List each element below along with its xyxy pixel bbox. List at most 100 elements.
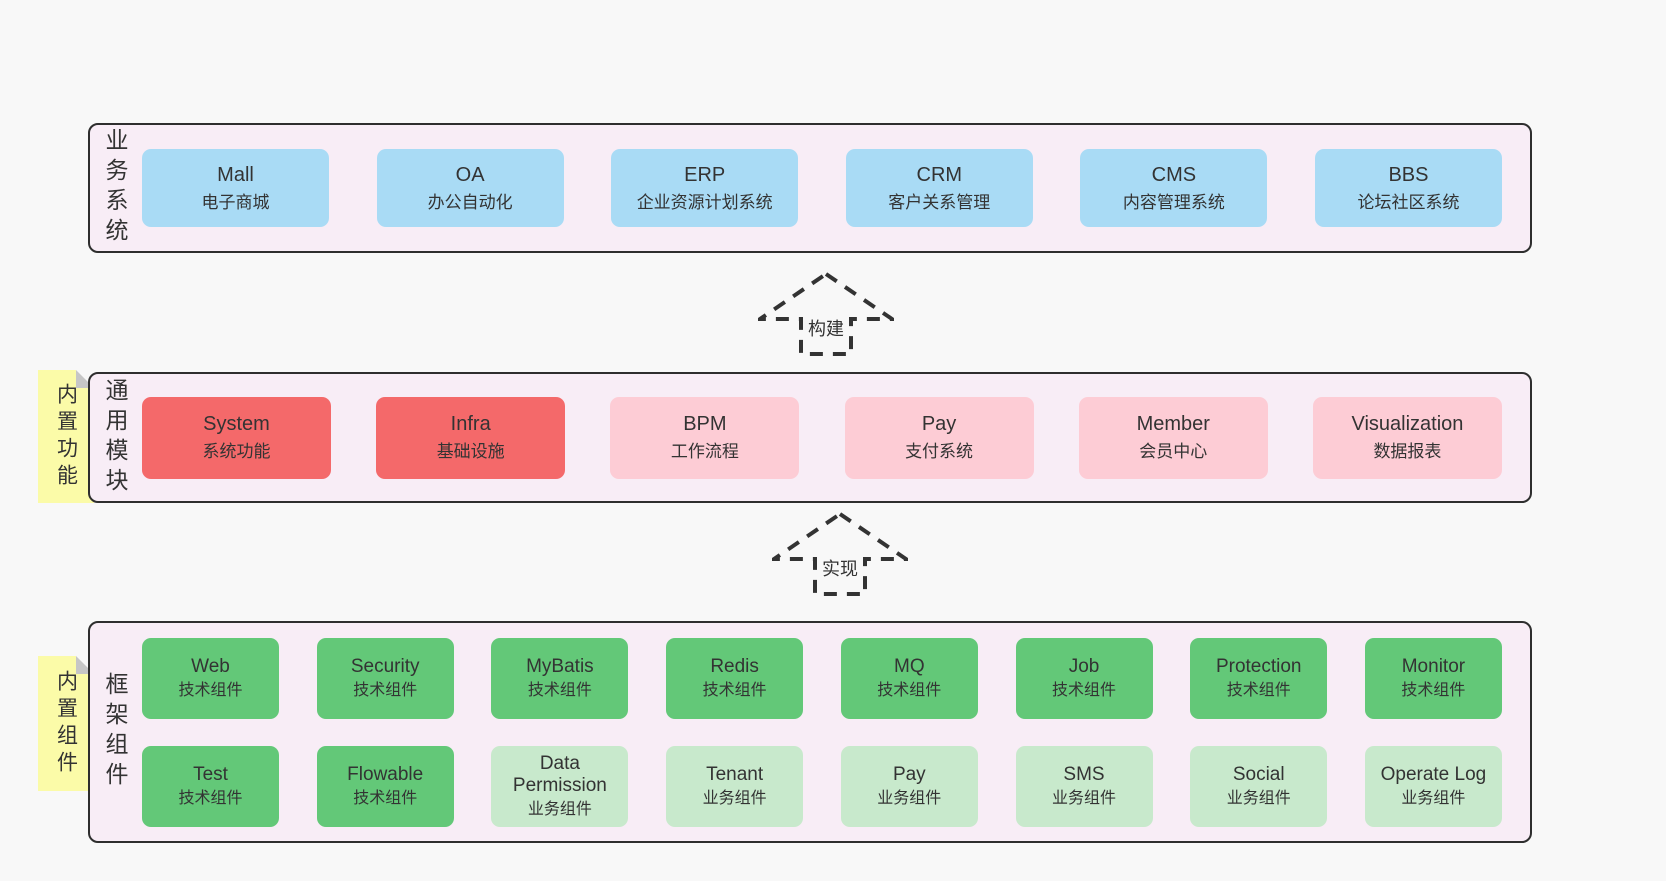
box-operate-log-desc: 业务组件 (1401, 789, 1466, 807)
box-security: Security 技术组件 (316, 637, 454, 719)
implement-arrow-label: 实现 (819, 554, 861, 582)
box-sms-name: SMS (1063, 763, 1105, 785)
box-tenant: Tenant 业务组件 (666, 745, 804, 827)
box-job: Job 技术组件 (1015, 637, 1153, 719)
box-monitor-name: Monitor (1401, 655, 1466, 677)
box-crm-desc: 客户关系管理 (888, 192, 991, 212)
box-member-name: Member (1136, 413, 1210, 436)
box-redis-name: Redis (710, 655, 759, 677)
business-box-row: Mall 电子商城 OA 办公自动化 ERP 企业资源计划系统 CRM 客户关系… (126, 149, 1530, 227)
box-erp-name: ERP (684, 163, 726, 186)
box-redis: Redis 技术组件 (666, 637, 804, 719)
box-mybatis-desc: 技术组件 (527, 681, 592, 699)
box-operate-log-name: Operate Log (1380, 763, 1487, 785)
box-mq-desc: 技术组件 (877, 681, 942, 699)
box-tenant-desc: 业务组件 (702, 789, 767, 807)
box-test-name: Test (193, 763, 228, 785)
box-web-name: Web (191, 655, 230, 677)
box-pay-component-desc: 业务组件 (877, 789, 942, 807)
box-cms-name: CMS (1151, 163, 1197, 186)
box-oa: OA 办公自动化 (376, 149, 564, 227)
box-bbs-desc: 论坛社区系统 (1357, 192, 1460, 212)
box-social: Social 业务组件 (1190, 745, 1328, 827)
sticky-note-builtin-components-label: 内置组件 (54, 669, 78, 778)
box-bpm: BPM 工作流程 (610, 396, 800, 479)
box-flowable: Flowable 技术组件 (316, 745, 454, 827)
box-oa-desc: 办公自动化 (427, 192, 513, 212)
box-social-desc: 业务组件 (1226, 789, 1291, 807)
box-redis-desc: 技术组件 (702, 681, 767, 699)
box-protection-desc: 技术组件 (1226, 681, 1291, 699)
box-cms: CMS 内容管理系统 (1080, 149, 1268, 227)
panel-modules-title: 通用模块 (102, 377, 128, 498)
box-bbs-name: BBS (1388, 163, 1429, 186)
panel-business-systems: 业务系统 Mall 电子商城 OA 办公自动化 ERP 企业资源计划系统 CRM… (88, 123, 1532, 253)
box-visualization-name: Visualization (1351, 413, 1464, 436)
modules-box-row: System 系统功能 Infra 基础设施 BPM 工作流程 Pay 支付系统… (126, 396, 1530, 479)
box-pay-component-name: Pay (892, 763, 926, 785)
box-cms-desc: 内容管理系统 (1122, 192, 1225, 212)
box-infra: Infra 基础设施 (376, 396, 566, 479)
box-monitor: Monitor 技术组件 (1364, 637, 1502, 719)
panel-framework-components: 框架组件 Web 技术组件 Security 技术组件 MyBatis 技术组件… (88, 621, 1532, 843)
box-mybatis-name: MyBatis (526, 655, 594, 677)
sticky-note-builtin-components: 内置组件 (38, 656, 94, 791)
box-infra-desc: 基础设施 (436, 442, 505, 462)
box-pay-module-name: Pay (921, 413, 957, 436)
box-mall-name: Mall (217, 163, 254, 186)
box-protection-name: Protection (1215, 655, 1302, 677)
box-security-desc: 技术组件 (353, 681, 418, 699)
box-web-desc: 技术组件 (178, 681, 243, 699)
box-test: Test 技术组件 (142, 745, 279, 827)
box-bbs: BBS 论坛社区系统 (1314, 149, 1502, 227)
box-visualization: Visualization 数据报表 (1312, 396, 1502, 479)
box-oa-name: OA (455, 163, 485, 186)
box-system-desc: 系统功能 (202, 442, 271, 462)
implement-arrow: 实现 (772, 512, 908, 596)
box-test-desc: 技术组件 (178, 789, 243, 807)
box-pay-component: Pay 业务组件 (840, 745, 978, 827)
box-social-name: Social (1232, 763, 1285, 785)
box-bpm-name: BPM (683, 413, 727, 436)
box-system-name: System (203, 413, 270, 436)
box-erp-desc: 企业资源计划系统 (636, 192, 773, 212)
box-web: Web 技术组件 (142, 637, 279, 719)
box-monitor-desc: 技术组件 (1401, 681, 1466, 699)
box-erp: ERP 企业资源计划系统 (611, 149, 799, 227)
box-protection: Protection 技术组件 (1190, 637, 1328, 719)
sticky-note-builtin-features-label: 内置功能 (54, 382, 78, 491)
box-sms-desc: 业务组件 (1052, 789, 1117, 807)
box-system: System 系统功能 (142, 396, 331, 479)
box-tenant-name: Tenant (706, 763, 764, 785)
box-member: Member 会员中心 (1078, 396, 1268, 479)
box-mall: Mall 电子商城 (142, 149, 329, 227)
box-data-permission-name: Data Permission (512, 752, 607, 796)
box-member-desc: 会员中心 (1139, 442, 1208, 462)
box-mq: MQ 技术组件 (840, 637, 978, 719)
box-job-name: Job (1068, 655, 1100, 677)
build-arrow-label: 构建 (805, 314, 847, 342)
panel-business-title: 业务系统 (102, 128, 128, 248)
box-operate-log: Operate Log 业务组件 (1364, 745, 1502, 827)
panel-common-modules: 通用模块 System 系统功能 Infra 基础设施 BPM 工作流程 Pay… (88, 372, 1532, 503)
box-sms: SMS 业务组件 (1015, 745, 1153, 827)
framework-box-grid: Web 技术组件 Security 技术组件 MyBatis 技术组件 Redi… (126, 637, 1530, 827)
box-mybatis: MyBatis 技术组件 (491, 637, 629, 719)
sticky-note-builtin-features: 内置功能 (38, 370, 94, 503)
box-infra-name: Infra (450, 413, 491, 436)
box-job-desc: 技术组件 (1052, 681, 1117, 699)
box-pay-module: Pay 支付系统 (844, 396, 1034, 479)
build-arrow: 构建 (758, 272, 894, 356)
box-bpm-desc: 工作流程 (670, 442, 739, 462)
box-flowable-name: Flowable (347, 763, 424, 785)
box-visualization-desc: 数据报表 (1373, 442, 1442, 462)
box-crm: CRM 客户关系管理 (845, 149, 1033, 227)
box-mq-name: MQ (894, 655, 925, 677)
panel-framework-title: 框架组件 (102, 672, 128, 792)
box-pay-module-desc: 支付系统 (905, 442, 974, 462)
box-data-permission-desc: 业务组件 (527, 800, 592, 818)
box-mall-desc: 电子商城 (201, 192, 270, 212)
box-security-name: Security (350, 655, 420, 677)
box-data-permission: Data Permission 业务组件 (491, 745, 629, 827)
box-crm-name: CRM (916, 163, 963, 186)
